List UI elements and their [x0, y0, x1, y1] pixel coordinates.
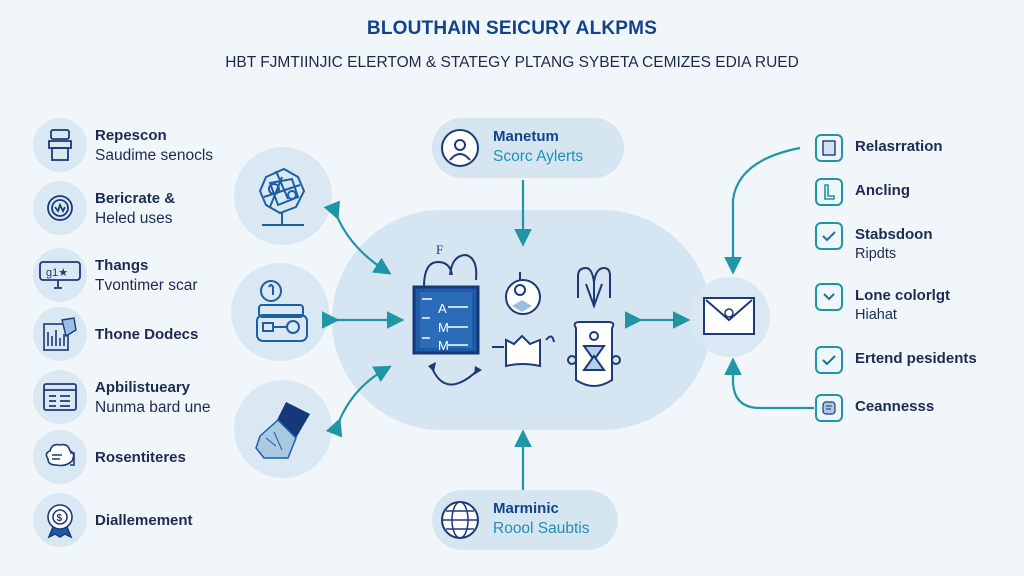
top-node-subtitle: Scorc Aylerts [493, 148, 584, 165]
left-list-item[interactable]: Bericrate & Heled uses [33, 181, 273, 237]
left-item-title: Bericrate & [95, 190, 176, 207]
bottom-node-subtitle: Roool Saubtis [493, 520, 590, 537]
left-item-title: Diallemement [95, 512, 193, 529]
left-list-item[interactable]: Thone Dodecs [33, 307, 273, 363]
left-item-subtitle: Heled uses [95, 210, 173, 227]
svg-text:$: $ [57, 513, 63, 524]
camera-eye-icon [505, 272, 541, 315]
globe-icon [441, 501, 479, 539]
check-icon [815, 222, 843, 250]
bottom-node-title: Marminic [493, 500, 559, 517]
inner-node-3 [234, 380, 332, 478]
network-m-icon [577, 266, 611, 309]
chevron-down-icon [815, 283, 843, 311]
right-item-title: Ertend pesidents [855, 350, 977, 367]
left-item-title: Thangs [95, 257, 149, 274]
right-item-title: Relasrration [855, 138, 943, 155]
left-item-subtitle: Saudime senocls [95, 147, 214, 164]
envelope-lock-icon [703, 297, 755, 335]
robot-shield-icon [567, 321, 621, 387]
clipboard-letter: M [438, 338, 449, 353]
card-reader-icon [256, 280, 308, 342]
left-list-item[interactable]: Rosentiteres [33, 430, 273, 486]
diagram-subtitle: HBT FJMTIINJIC ELERTOM & STATEGY PLTANG … [225, 54, 799, 71]
right-item-subtitle: Hiahat [855, 307, 897, 323]
right-item-title: Ancling [855, 182, 910, 199]
clipboard-list-icon: F A M M [412, 242, 482, 386]
left-item-title: Repescon [95, 127, 167, 144]
left-item-subtitle: Tvontimer scar [95, 277, 198, 294]
clipboard-mark: F [436, 242, 443, 257]
document-icon [815, 134, 843, 162]
arrow-document-hub [325, 365, 392, 438]
svg-text:g1★: g1★ [46, 267, 68, 279]
browser-window-icon [33, 370, 87, 424]
tangled-network-icon [258, 167, 306, 226]
arrow-network-hub [323, 200, 392, 275]
right-item-title: Stabsdoon [855, 226, 933, 243]
inner-node-1 [234, 147, 332, 245]
sign-icon: g1★ [33, 248, 87, 302]
user-profile-icon [441, 129, 479, 167]
left-list-item[interactable]: $ Diallemement [33, 493, 273, 549]
kiosk-icon [33, 118, 87, 172]
cloud-hand-icon [33, 430, 87, 484]
torn-document-icon [255, 402, 310, 459]
clipboard-letter: M [438, 320, 449, 335]
crown-icon [492, 334, 555, 368]
top-node-title: Manetum [493, 128, 559, 145]
bottom-node: Marminic Roool Saubtis [432, 490, 618, 550]
left-item-title: Rosentiteres [95, 449, 186, 466]
inner-node-2 [231, 263, 329, 361]
clipboard-letter: A [438, 301, 447, 316]
left-item-title: Thone Dodecs [95, 326, 199, 343]
face-badge-icon [33, 181, 87, 235]
left-item-title: Apbilistueary [95, 379, 191, 396]
id-card-icon [815, 394, 843, 422]
left-item-subtitle: Nunma bard une [95, 399, 211, 416]
document-chart-icon [33, 307, 87, 361]
right-item-title: Ceannesss [855, 398, 935, 415]
bookmark-l-icon [815, 178, 843, 206]
check-icon [815, 346, 843, 374]
right-item-title: Lone colorlgt [855, 287, 950, 304]
money-medal-icon: $ [33, 493, 87, 547]
right-item-subtitle: Ripdts [855, 246, 897, 262]
top-node: Manetum Scorc Aylerts [432, 118, 624, 178]
arrow-list-envelope-top [724, 146, 801, 275]
arrow-list-envelope-bottom [724, 357, 814, 410]
diagram-title: BLOUTHAIN SEICURY ALKPMS [366, 18, 658, 39]
